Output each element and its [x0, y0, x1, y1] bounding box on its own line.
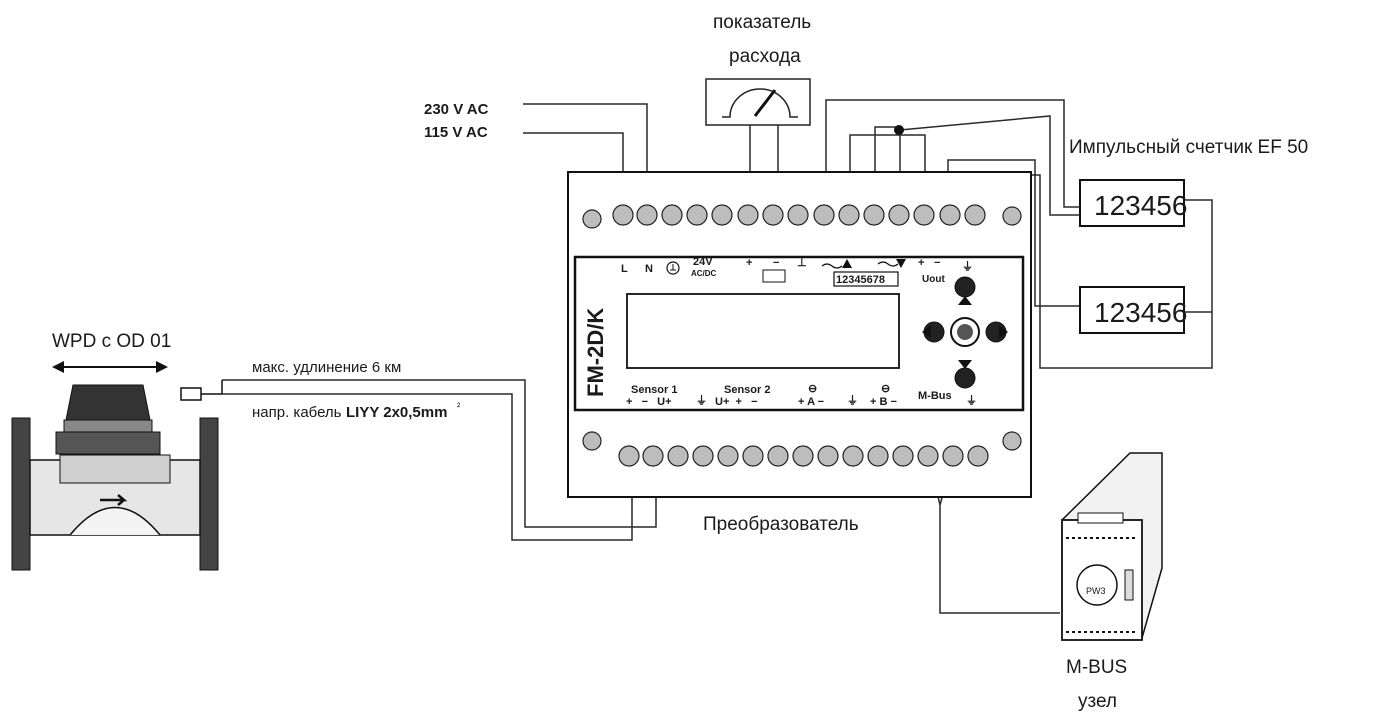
converter-device: FM-2D/K L N 24V AC/DC + − ⊥ 12345678 + −…: [567, 171, 1032, 498]
water-meter: [11, 361, 223, 571]
device-model: FM-2D/K: [583, 308, 608, 397]
mbus-module-dial: [1076, 564, 1118, 606]
sensor-plug: [180, 387, 202, 401]
power-115-label: 115 V AC: [424, 124, 488, 141]
top-terminal-block: [612, 204, 986, 226]
nav-keypad: [922, 276, 1008, 389]
pulse-counter-label: Импульсный счетчик EF 50: [1069, 137, 1308, 158]
counter-bottom-value: 123456: [1094, 297, 1187, 328]
sensor2-pins: U+ + −: [715, 396, 758, 408]
power-230-label: 230 V AC: [424, 101, 489, 118]
up-button[interactable]: [954, 276, 976, 298]
sensor1-label: Sensor 1: [631, 384, 677, 396]
cable-superscript: ²: [457, 402, 461, 413]
mbus-node-label-1: M-BUS: [1066, 657, 1127, 678]
flow-indicator-label-2: расхода: [729, 46, 801, 67]
up-arrow-icon: [958, 296, 972, 305]
output-b-icon: ⊖: [881, 383, 890, 395]
mount-screw: [582, 209, 602, 229]
terminal-minus-label: −: [773, 257, 779, 269]
sensor2-label: Sensor 2: [724, 384, 770, 396]
flow-indicator-needle: [753, 89, 777, 117]
indicator-symbol-icon: [762, 269, 786, 283]
earth-icon: [666, 261, 680, 275]
shield-ground-label: ⏚: [962, 260, 973, 273]
totalizer-digits: 12345678: [836, 274, 885, 286]
bottom-terminal-block: [618, 445, 989, 467]
wire-junction-top: [899, 115, 1080, 216]
enter-button-center: [957, 324, 973, 340]
output-b-label: + B −: [870, 396, 897, 408]
mount-screw: [1002, 206, 1022, 226]
arrow-right-icon: [156, 361, 168, 373]
wire-junction-dot: [894, 125, 904, 135]
supply-voltage-label: 24V: [693, 256, 713, 268]
mbus-module-label: PW3: [1086, 586, 1106, 596]
arrow-left-icon: [52, 361, 64, 373]
counter-top-value: 123456: [1094, 190, 1187, 221]
supply-type-label: AC/DC: [691, 269, 717, 278]
wire-counter-top-1: [825, 99, 1080, 300]
flow-indicator-dial: [722, 88, 798, 118]
cable-prefix-label: напр. кабель: [252, 404, 342, 421]
pulse-wave-icon: [877, 261, 899, 267]
wire-sensor-bottom: [222, 393, 633, 541]
arrow-down-icon: [896, 259, 906, 268]
output-a-icon: ⊖: [808, 383, 817, 395]
left-arrow-icon: [922, 325, 931, 339]
flow-indicator-label-1: показатель: [713, 12, 811, 33]
pulse-wave-icon: [821, 263, 843, 269]
output-shield-label: ⏚: [847, 394, 858, 407]
uout-minus-label: −: [934, 257, 940, 269]
output-a-label: + A −: [798, 396, 824, 408]
uout-label: Uout: [922, 274, 945, 285]
arrow-up-icon: [842, 259, 852, 268]
flow-indicator-box: [705, 78, 811, 126]
terminal-l-label: L: [621, 263, 628, 275]
mbus-module: PW3: [1061, 452, 1163, 641]
flow-direction-icon: [100, 494, 128, 506]
pulse-counter-bottom: 123456: [1079, 286, 1187, 334]
sensor-shield-label: ⏚: [696, 394, 707, 407]
terminal-ground-label: ⊥: [797, 257, 807, 269]
mount-screw: [582, 431, 602, 451]
terminal-n-label: N: [645, 263, 653, 275]
terminal-plus-label: +: [746, 257, 752, 269]
sensor1-pins: + − U+: [626, 396, 672, 408]
uout-plus-label: +: [918, 257, 924, 269]
down-button[interactable]: [954, 367, 976, 389]
totalizer-display: [833, 271, 899, 287]
max-extension-label: макс. удлинение 6 км: [252, 359, 401, 376]
mbus-node-label-2: узел: [1078, 691, 1117, 712]
converter-label: Преобразователь: [703, 514, 859, 535]
mount-screw: [1002, 431, 1022, 451]
flow-indicator: [705, 78, 811, 126]
pulse-counter-top: 123456: [1079, 179, 1187, 227]
wire-sensor-top: [222, 379, 657, 528]
lcd-display: [626, 293, 900, 369]
mbus-terminal-label: M-Bus: [918, 390, 952, 402]
cable-spec-label: LIYY 2x0,5mm: [346, 404, 447, 421]
meter-name-label: WPD с OD 01: [52, 331, 171, 352]
mbus-shield-label: ⏚: [966, 394, 977, 407]
right-arrow-icon: [999, 325, 1008, 339]
down-arrow-icon: [958, 360, 972, 369]
